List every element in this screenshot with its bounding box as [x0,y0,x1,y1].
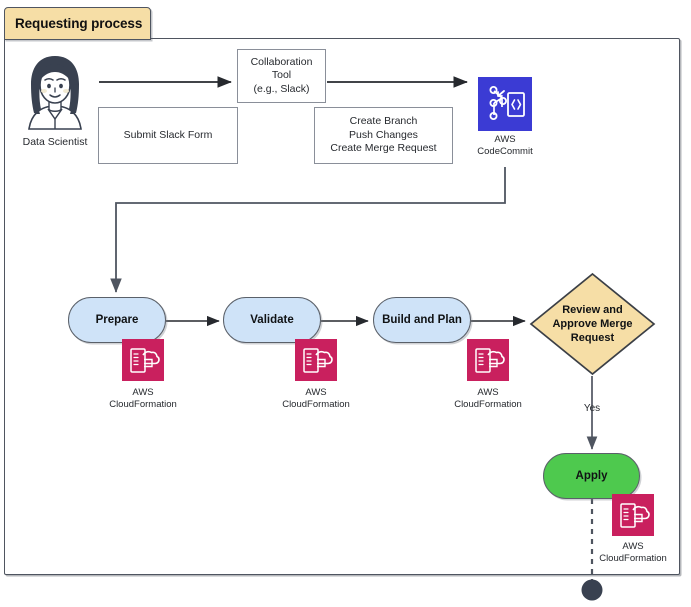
aws-cloudformation-icon [122,339,164,381]
data-scientist-label: Data Scientist [22,136,88,148]
note-submit-slack-form-text: Submit Slack Form [123,128,213,141]
step-build-and-plan[interactable]: Build and Plan [373,297,471,343]
aws-cloudformation-label-build: AWS CloudFormation [454,387,522,410]
step-validate-label: Validate [250,314,294,326]
step-prepare[interactable]: Prepare [68,297,166,343]
edge-label-yes: Yes [583,403,601,414]
page-title: Requesting process [15,16,143,31]
step-validate[interactable]: Validate [223,297,321,343]
aws-cloudformation-icon [467,339,509,381]
aws-cloudformation-icon [612,494,654,536]
aws-cloudformation-label-validate: AWS CloudFormation [282,387,350,410]
decision-review-approve-merge-request[interactable]: Review and Approve Merge Request [529,272,656,376]
decision-label: Review and Approve Merge Request [552,304,633,344]
step-apply-label: Apply [575,470,608,482]
aws-codecommit-label: AWS CodeCommit [477,134,533,157]
note-collaboration-tool: Collaboration Tool (e.g., Slack) [237,49,326,103]
step-build-and-plan-label: Build and Plan [382,314,462,326]
diagram-title-tab: Requesting process [4,7,151,40]
note-git-actions: Create Branch Push Changes Create Merge … [314,107,453,164]
note-git-actions-text: Create Branch Push Changes Create Merge … [330,115,437,155]
note-collaboration-tool-text: Collaboration Tool (e.g., Slack) [250,55,313,95]
step-apply[interactable]: Apply [543,453,640,499]
end-node [580,578,604,602]
data-scientist-avatar [18,53,92,131]
aws-cloudformation-label-apply: AWS CloudFormation [599,541,667,564]
note-submit-slack-form: Submit Slack Form [98,107,238,164]
aws-cloudformation-label-prepare: AWS CloudFormation [109,387,177,410]
aws-cloudformation-icon [295,339,337,381]
step-prepare-label: Prepare [95,314,139,326]
aws-codecommit-icon [478,77,532,131]
